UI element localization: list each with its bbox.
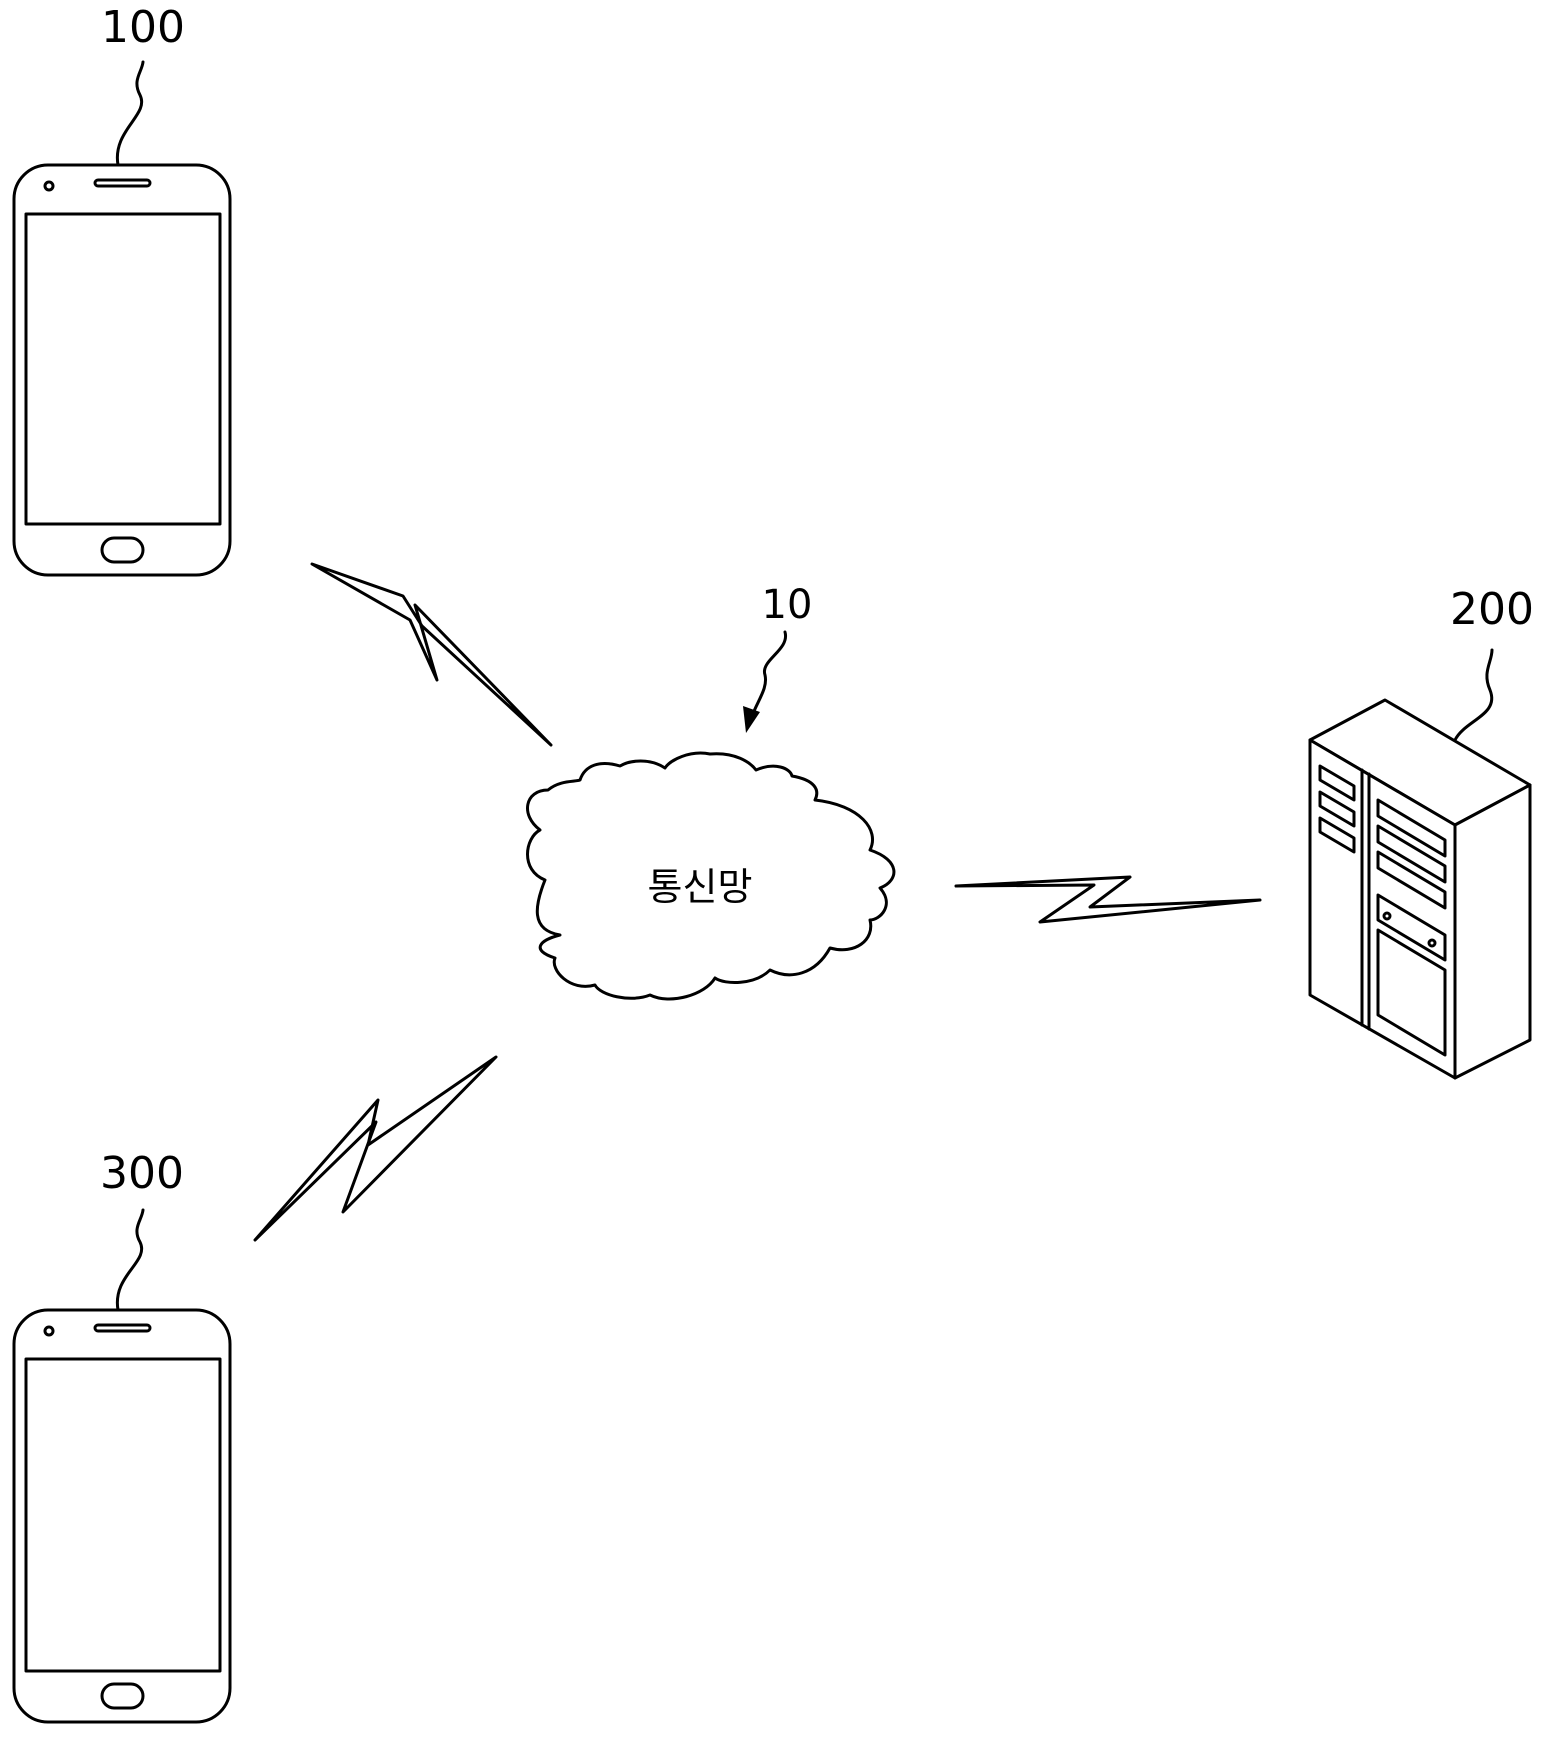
smartphone-100 (12, 163, 232, 577)
wireless-link-100-to-network (310, 562, 553, 747)
network-cloud-label: 통신망 (648, 865, 753, 909)
leader-line-10 (750, 630, 787, 718)
wireless-link-300-to-network (253, 1055, 498, 1242)
label-300: 300 (100, 1148, 184, 1199)
leader-line-100 (115, 60, 145, 167)
network-cloud (526, 751, 896, 1001)
label-100: 100 (101, 2, 185, 53)
wireless-link-network-to-server (954, 875, 1262, 924)
arrow-head-10 (743, 706, 760, 733)
label-10: 10 (762, 582, 813, 628)
server-200 (1308, 698, 1532, 1080)
smartphone-300 (12, 1308, 232, 1724)
leader-line-300 (115, 1208, 145, 1312)
label-200: 200 (1450, 584, 1534, 635)
leader-line-200 (1453, 648, 1494, 742)
